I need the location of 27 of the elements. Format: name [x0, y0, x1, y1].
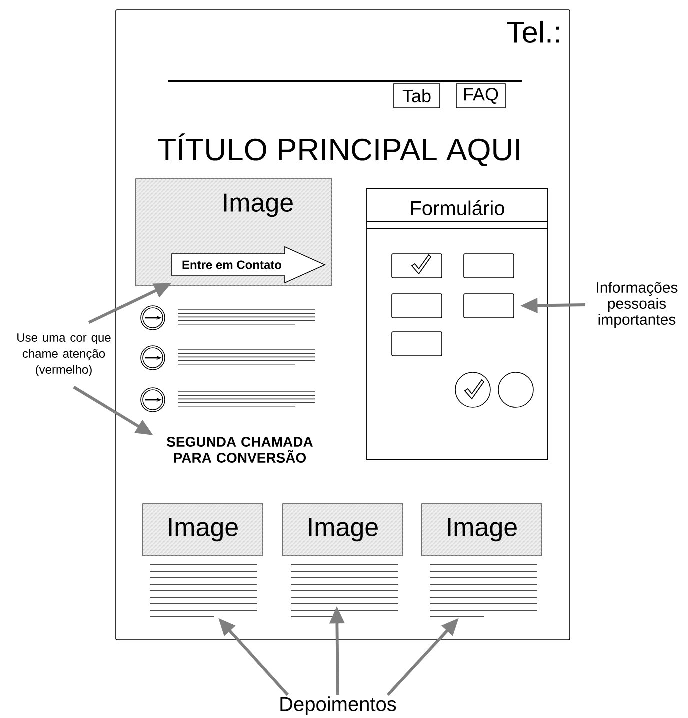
nav-tab: Tab [394, 84, 440, 108]
form-panel: Formulário [366, 188, 548, 460]
callout-text: SEGUNDA CHAMADA PARA CONVERSÃO [167, 437, 313, 463]
phone-label: Tel.: [507, 20, 560, 44]
text-lines [292, 564, 398, 618]
text-lines [430, 564, 538, 618]
input-field [392, 294, 442, 318]
image-placeholder: Image [224, 194, 293, 218]
page-title: TÍTULO PRINCIPAL AQUI [158, 134, 520, 166]
annotation-text: Informações pessoais importantes [597, 282, 678, 328]
arrow-button: Entre em Contato [172, 246, 326, 284]
input-field [392, 332, 442, 356]
image-placeholder [282, 504, 404, 556]
image-placeholder: Image [309, 518, 378, 542]
annotation-text: Depoimentos [280, 696, 396, 716]
image-placeholder: Image [169, 518, 238, 542]
input-field [116, 10, 570, 640]
checked-field [392, 254, 442, 278]
nav-tab: FAQ [456, 84, 506, 108]
radio-button [498, 372, 534, 408]
input-field [464, 254, 514, 278]
input-field [464, 294, 514, 318]
annotation-text: Use uma cor que chame atenção (vermelho) [18, 334, 111, 376]
text-lines [150, 564, 257, 618]
image-placeholder: Image [448, 518, 517, 542]
checked-radio-button [455, 372, 491, 408]
image-placeholder [142, 504, 264, 556]
